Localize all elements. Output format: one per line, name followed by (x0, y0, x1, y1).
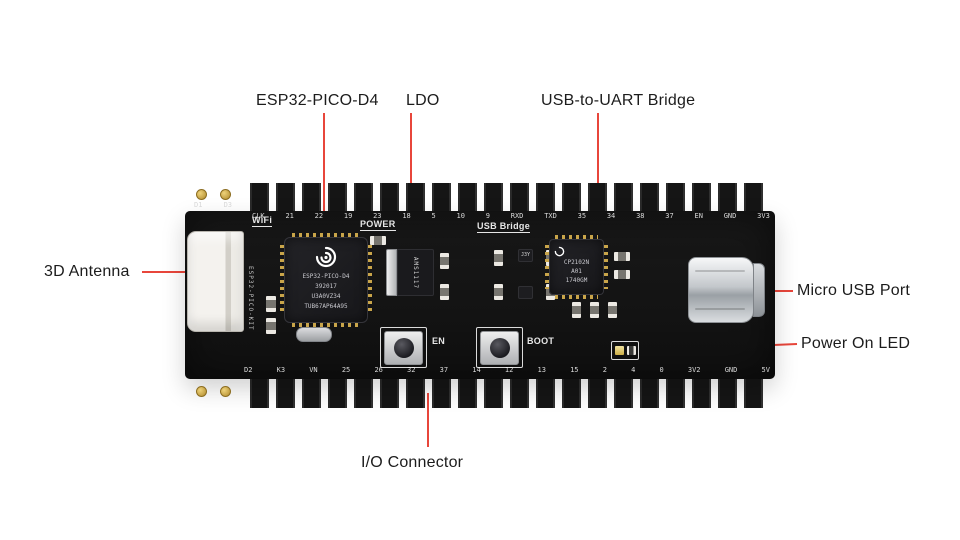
usb-uart-bridge-chip: CP2102N A01 1740GM (545, 235, 608, 299)
chip-marking: 392017 (315, 283, 337, 290)
silabs-logo-icon (554, 244, 565, 257)
ldo-tab (386, 249, 397, 296)
chip-pins (292, 233, 360, 237)
antenna-3d (187, 231, 244, 332)
annotation-io-connector: I/O Connector (361, 454, 464, 471)
esp32-pico-d4-chip: ESP32-PICO-D4 392017 U3A0VZ34 TUB67AP64A… (280, 233, 372, 327)
capacitor (494, 284, 503, 300)
boot-button-outline (476, 327, 523, 368)
annotation-ldo: LDO (406, 92, 440, 109)
annotation-esp32-pico-d4: ESP32-PICO-D4 (256, 92, 379, 109)
micro-usb-port (688, 257, 754, 323)
chip-pins (604, 245, 608, 289)
led-resistor (627, 346, 636, 355)
micro-usb-lip (753, 263, 765, 317)
capacitor (494, 250, 503, 266)
chip-marking: 1740GM (565, 277, 588, 284)
silkscreen-wifi-label: WiFi (252, 215, 273, 227)
capacitor (266, 296, 276, 312)
transistor: J3Y (518, 249, 533, 262)
gold-pad (220, 386, 231, 397)
gold-pad (220, 189, 231, 200)
chip-pins (280, 245, 284, 315)
chip-marking: ESP32-PICO-D4 (302, 273, 350, 280)
chip-marking: U3A0VZ34 (311, 293, 341, 300)
capacitor (440, 253, 449, 269)
chip-pins (555, 295, 598, 299)
chip-pins (555, 235, 598, 239)
io-connector-top (250, 183, 770, 213)
espressif-logo-icon (314, 245, 338, 269)
en-button-outline (380, 327, 427, 368)
crystal-oscillator (296, 327, 332, 342)
chip-marking: TUB67AP64A95 (304, 303, 348, 310)
resistor (614, 252, 630, 261)
chip-pins (292, 323, 360, 327)
capacitor (572, 302, 581, 318)
gold-pad (196, 189, 207, 200)
chip-marking: CP2102N (563, 259, 590, 266)
silkscreen-en-label: EN (432, 336, 446, 346)
chip-pins (368, 245, 372, 315)
chip-pins (545, 245, 549, 289)
power-led-outline (611, 341, 639, 360)
annotation-3d-antenna: 3D Antenna (44, 263, 130, 280)
capacitor (590, 302, 599, 318)
annotation-usb-uart-bridge: USB-to-UART Bridge (541, 92, 696, 109)
gold-pad (196, 386, 207, 397)
silkscreen-power-label: POWER (360, 219, 396, 231)
chip-marking: AMS1117 (412, 256, 419, 289)
en-button-cap (394, 338, 414, 358)
usb-groove (695, 308, 745, 310)
chip-marking: A01 (571, 268, 582, 275)
resistor (614, 270, 630, 279)
capacitor (440, 284, 449, 300)
capacitor (608, 302, 617, 318)
transistor (518, 286, 533, 299)
annotation-micro-usb-port: Micro USB Port (797, 282, 911, 299)
annotation-power-on-led: Power On LED (801, 335, 911, 352)
silkscreen-board-name: ESP32-PICO-KIT (247, 266, 254, 331)
capacitor (370, 236, 386, 245)
power-on-led (615, 346, 624, 355)
usb-groove (695, 270, 745, 272)
silkscreen-usb-bridge-label: USB Bridge (477, 221, 531, 233)
silkscreen-boot-label: BOOT (527, 336, 555, 346)
capacitor (266, 318, 276, 334)
io-connector-bottom (250, 378, 770, 408)
boot-button-cap (490, 338, 510, 358)
ldo-regulator: AMS1117 (397, 249, 434, 296)
